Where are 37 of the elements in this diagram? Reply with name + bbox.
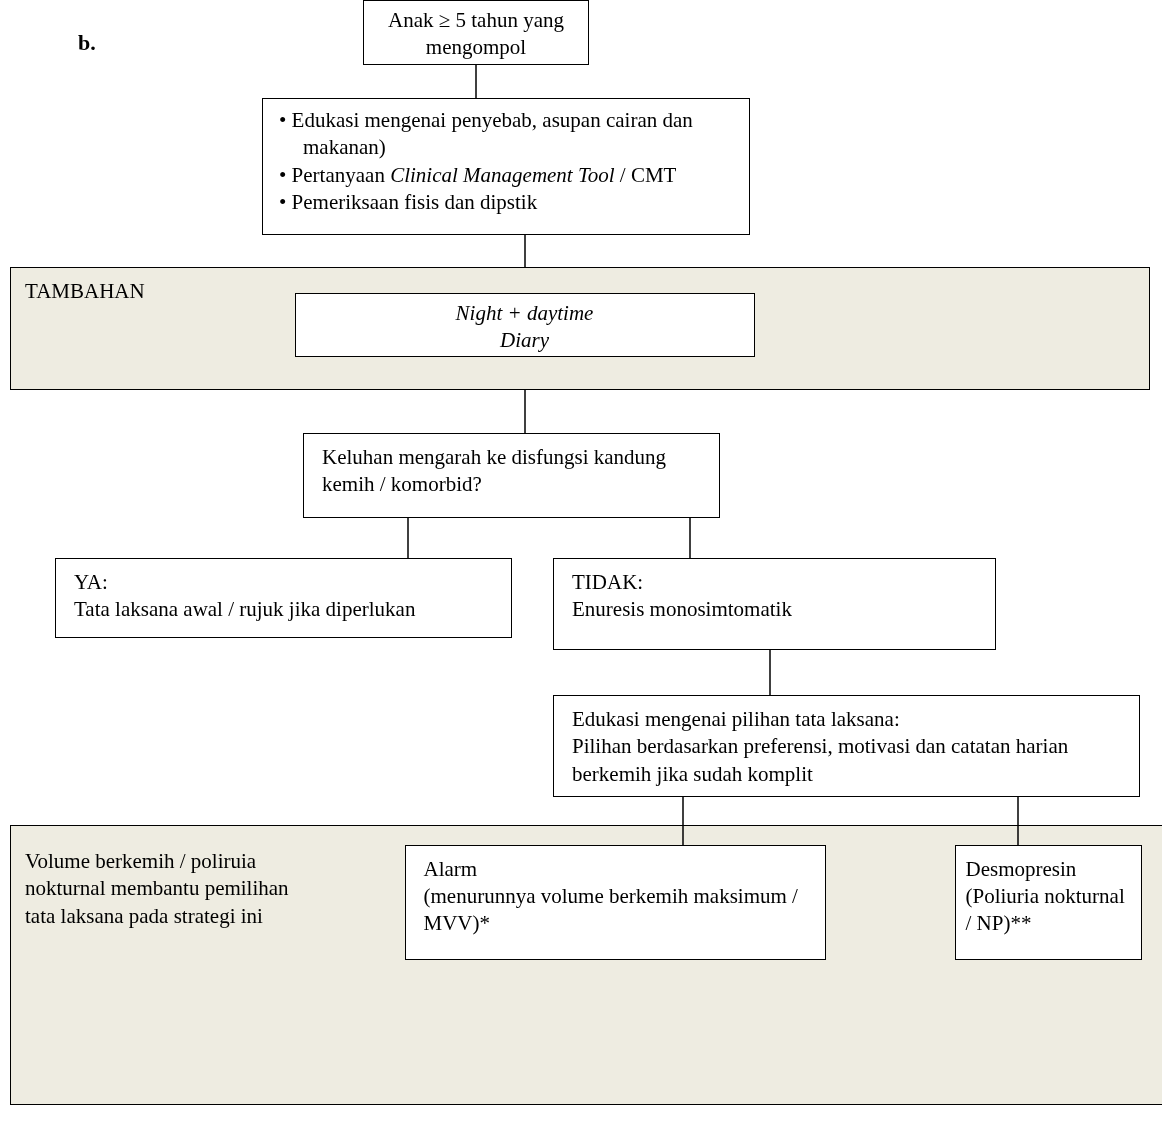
connector-line [769,649,771,696]
process-box [553,558,996,650]
process-box [553,695,1140,797]
box-text: Alarm [423,855,479,883]
list-item: • Edukasi mengenai penyebab, asupan cairan dan makanan) [279,107,694,162]
panel-label: b. [78,30,96,56]
box-text: TIDAK: [572,569,645,596]
connector-line [524,234,526,268]
box-text: Tata laksana awal / rujuk jika diperlukan [74,596,417,624]
box-text: (menurunnya volume berkemih maksimum / MVV)* [423,882,799,938]
box-text: YA: [74,569,109,596]
connector-line [682,796,684,846]
band [10,267,1150,390]
box-text: Desmopresin (Poliuria nokturnal / NP)** [965,855,1126,938]
connector-line [689,517,691,559]
box-text: Keluhan mengarah ke disfungsi kandung kemih / komorbid? [322,444,668,499]
box-text: Enuresis monosimtomatik [572,596,793,624]
connector-line [407,517,409,559]
process-box [954,844,1142,960]
box-text: Anak ≥ 5 tahun yang mengompol [387,7,565,62]
process-box [294,292,755,357]
list-item: • Pertanyaan Clinical Management Tool / CMT [279,161,678,189]
connector-line [524,389,526,434]
box-text: Pilihan berdasarkan preferensi, motivasi dan catatan harian berkemih jika sudah komplit [572,733,1070,788]
box-text: Edukasi mengenai pilihan tata laksana: [572,706,901,733]
process-box [363,0,589,65]
connector-line [1017,796,1019,846]
process-box [262,98,750,235]
connector-line [475,64,477,99]
process-box [303,433,720,518]
band-label: Volume berkemih / poliruia nokturnal membantu pemilihan tata laksana pada strategi ini [25,848,290,930]
box-text: Night + daytime Diary [454,299,595,354]
list-item: • Pemeriksaan fisis dan dipstik [279,188,539,216]
band [10,825,1162,1105]
band-label: TAMBAHAN [25,278,146,305]
process-box [404,844,826,960]
process-box [55,558,512,638]
